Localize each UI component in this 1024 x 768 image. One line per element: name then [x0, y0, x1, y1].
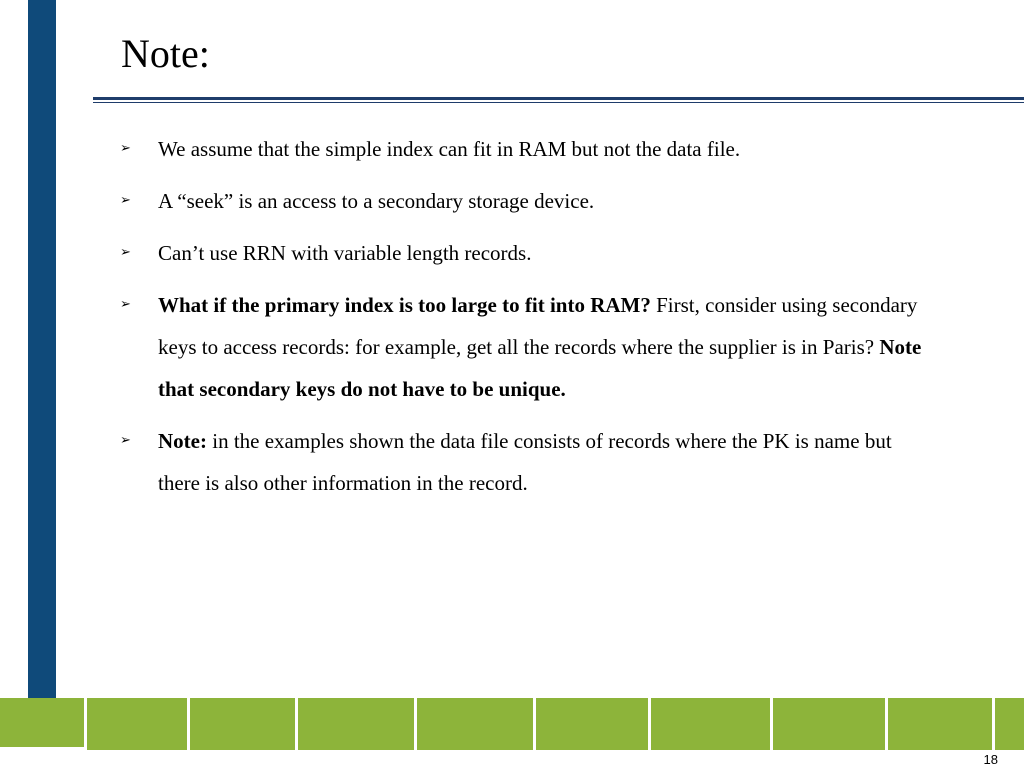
bullet-arrow-icon: ➢	[120, 297, 131, 312]
title-rule-thin	[93, 102, 1024, 103]
bullet-arrow-icon: ➢	[120, 433, 131, 448]
bullet-item: ➢ Can’t use RRN with variable length reco…	[120, 232, 940, 274]
footer-divider	[533, 698, 536, 750]
plain-text: First, consider using secondary keys to …	[158, 293, 918, 359]
bullet-arrow-icon: ➢	[120, 193, 131, 208]
bullet-list: ➢ We assume that the simple index can fit…	[120, 128, 940, 514]
bold-text: Note that secondary keys do not have to …	[158, 335, 922, 401]
footer-divider	[992, 698, 995, 750]
bullet-text: What if the primary index is too large t…	[158, 284, 938, 410]
bullet-text: Note: in the examples shown the data fil…	[158, 420, 938, 504]
slide-title: Note:	[121, 31, 210, 76]
bullet-arrow-icon: ➢	[120, 141, 131, 156]
footer-divider	[187, 698, 190, 750]
footer-divider	[770, 698, 773, 750]
footer-strip	[0, 698, 1024, 750]
bullet-arrow-icon: ➢	[120, 245, 131, 260]
title-rule	[93, 97, 1024, 100]
footer-divider	[648, 698, 651, 750]
bullet-item: ➢ Note: in the examples shown the data fi…	[120, 420, 940, 504]
bold-text: Note:	[158, 429, 207, 453]
plain-text: A “seek” is an access to a secondary sto…	[158, 189, 595, 213]
footer-divider	[84, 698, 87, 750]
bold-text: What if the primary index is too large t…	[158, 293, 651, 317]
page-number: 18	[983, 752, 998, 767]
bullet-item: ➢ A “seek” is an access to a secondary st…	[120, 180, 940, 222]
plain-text: We assume that the simple index can fit …	[158, 137, 741, 161]
left-accent-bar	[28, 0, 56, 768]
bullet-item: ➢ What if the primary index is too large …	[120, 284, 940, 410]
plain-text: in the examples shown the data file cons…	[158, 429, 892, 495]
footer-divider	[885, 698, 888, 750]
bullet-item: ➢ We assume that the simple index can fit…	[120, 128, 940, 170]
plain-text: Can’t use RRN with variable length recor…	[158, 241, 532, 265]
footer-corner	[0, 747, 84, 768]
bullet-text: A “seek” is an access to a secondary sto…	[158, 180, 938, 222]
footer-divider	[414, 698, 417, 750]
bullet-text: We assume that the simple index can fit …	[158, 128, 938, 170]
bullet-text: Can’t use RRN with variable length recor…	[158, 232, 938, 274]
footer-divider	[295, 698, 298, 750]
